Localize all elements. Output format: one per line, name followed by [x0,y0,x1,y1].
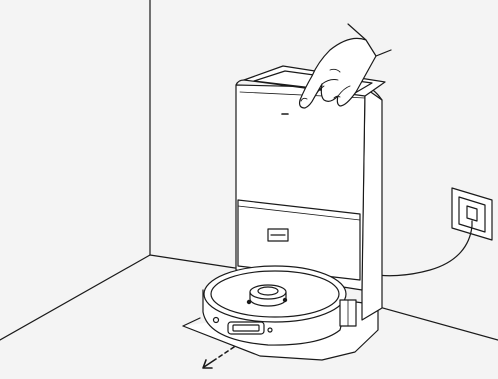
lidar-turret [247,285,286,306]
robot-vacuum [203,266,356,345]
power-cable [378,226,472,276]
hand-pressing-lid [300,24,391,108]
direction-arrow [203,347,234,368]
wall-socket [452,188,492,240]
